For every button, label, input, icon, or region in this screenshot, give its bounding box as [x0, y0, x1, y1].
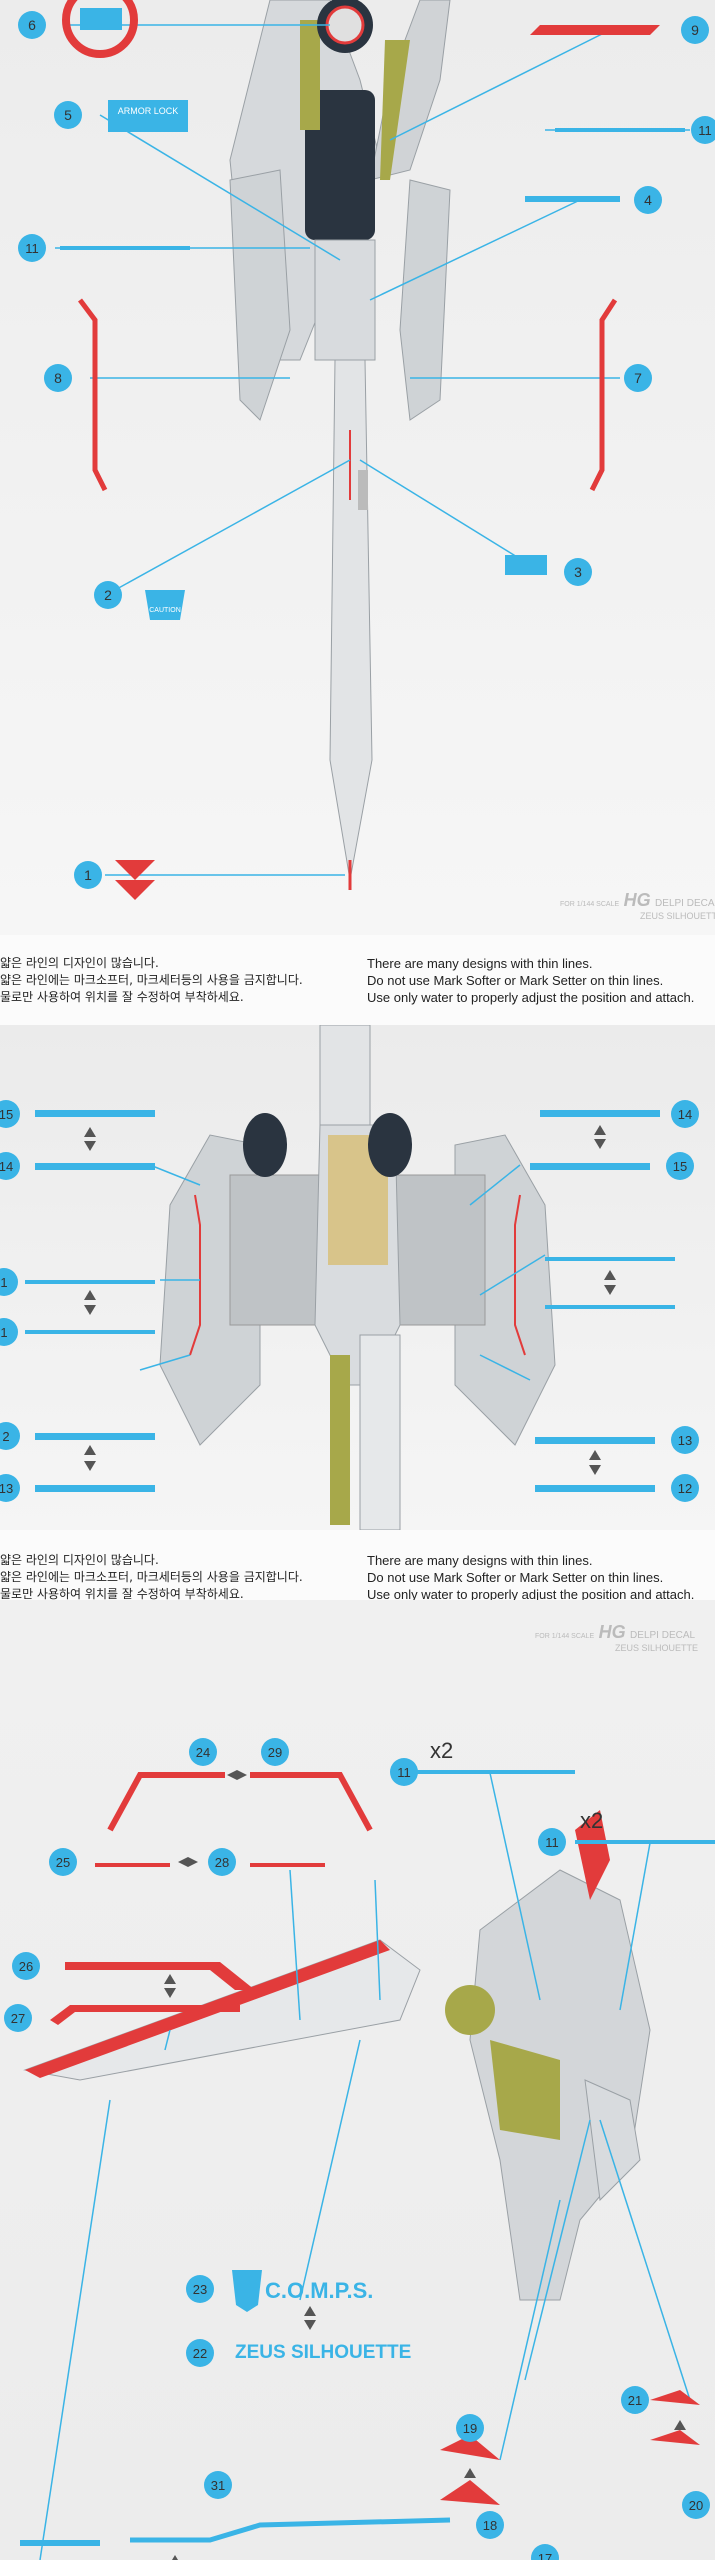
badge-21: 21 [628, 2393, 642, 2408]
badge-26: 26 [19, 1959, 33, 1974]
badge-15b: 15 [673, 1159, 687, 1174]
badge-11b: 11 [545, 1835, 559, 1850]
scale-label: FOR 1/144 SCALE [535, 1633, 595, 1640]
badge-17: 17 [538, 2551, 552, 2560]
badge-4: 4 [644, 192, 652, 208]
zeus-logo: ZEUS SILHOUETTE [235, 2342, 411, 2363]
robot-back-view [159, 1025, 556, 1530]
notes-ko-2: 얇은 라인의 디자인이 많습니다. 얇은 라인에는 마크소프터, 마크세터등의 … [0, 1552, 303, 1600]
notes-ko-1: 얇은 라인의 디자인이 많습니다. 얇은 라인에는 마크소프터, 마크세터등의 … [0, 955, 303, 1006]
badge-22: 22 [193, 2346, 207, 2361]
note-ko-line: 얇은 라인에는 마크소프터, 마크세터등의 사용을 금지합니다. [0, 1570, 303, 1584]
note-ko-line: 얇은 라인의 디자인이 많습니다. [0, 956, 159, 970]
hg-logo: HG [623, 890, 651, 910]
decal-panel-2: 15 14 14 15 1 1 2 13 13 12 [0, 1025, 715, 1530]
badge-31: 31 [211, 2478, 225, 2493]
badge-28: 28 [215, 1855, 229, 1870]
badge-20: 20 [689, 2498, 703, 2513]
number-badges-2: 15 14 14 15 1 1 2 13 13 12 [0, 1100, 699, 1502]
notes-en-1: There are many designs with thin lines. … [367, 955, 694, 1006]
comp-logo: C.O.M.P.S. [265, 2278, 373, 2303]
badge-13b: 13 [0, 1481, 13, 1496]
leader-lines-2 [139, 1164, 546, 1381]
decal-shapes-3 [20, 1770, 715, 2560]
notes-block-1: 얇은 라인의 디자인이 많습니다. 얇은 라인에는 마크소프터, 마크세터등의 … [0, 935, 715, 1025]
badge-12: 12 [678, 1481, 692, 1496]
note-ko-line: 물로만 사용하여 위치를 잘 수정하여 부착하세요. [0, 1587, 244, 1600]
badge-2: 2 [2, 1429, 9, 1444]
brand-2: FOR 1/144 SCALE HG DELPI DECAL ZEUS SILH… [535, 1622, 698, 1653]
badge-8: 8 [54, 370, 62, 386]
badge-25: 25 [56, 1855, 70, 1870]
note-ko-line: 얇은 라인의 디자인이 많습니다. [0, 1553, 159, 1567]
badge-27: 27 [11, 2011, 25, 2026]
badge-3: 3 [574, 564, 582, 580]
badge-9: 9 [691, 22, 699, 38]
badge-18: 18 [483, 2518, 497, 2533]
kit-illustration-1: 6 9 5 11 4 11 8 7 2 3 1 ARMOR LOCK CAUTI… [18, 0, 715, 900]
kit-illustration-3: C.O.M.P.S. ZEUS SILHOUETTE x2 x2 24 29 2… [4, 1738, 715, 2560]
x2-label-b: x2 [580, 1808, 603, 1833]
brand-sub: ZEUS SILHOUETTE [640, 911, 715, 921]
note-en-line: Do not use Mark Softer or Mark Setter on… [367, 973, 664, 988]
kit-illustration-2: 15 14 14 15 1 1 2 13 13 12 [0, 1025, 699, 1530]
badge-11: 11 [25, 241, 39, 256]
badge-29: 29 [268, 1745, 282, 1760]
decal-panel-1: 6 9 5 11 4 11 8 7 2 3 1 ARMOR LOCK CAUTI… [0, 0, 715, 935]
badge-15: 15 [0, 1107, 13, 1122]
badge-23: 23 [193, 2282, 207, 2297]
note-en-line: There are many designs with thin lines. [367, 956, 593, 971]
note-ko-line: 얇은 라인에는 마크소프터, 마크세터등의 사용을 금지합니다. [0, 973, 303, 987]
badge-5: 5 [64, 107, 72, 123]
badge-14b: 14 [678, 1107, 692, 1122]
brand-1: FOR 1/144 SCALE HG DELPI DECAL ZEUS SILH… [560, 890, 715, 921]
note-en-line: There are many designs with thin lines. [367, 1553, 593, 1568]
hg-logo: HG [598, 1622, 626, 1642]
leader-lines-3 [39, 1772, 691, 2560]
badge-1b: 1 [0, 1325, 7, 1340]
notes-en-2: There are many designs with thin lines. … [367, 1552, 694, 1600]
brand-decal: DELPI DECAL [630, 1630, 696, 1641]
number-badges-1: 6 9 5 11 4 11 8 7 2 3 1 [18, 11, 715, 889]
decal-shapes-2 [25, 1110, 675, 1492]
note-en-line: Use only water to properly adjust the po… [367, 990, 695, 1005]
badge-14: 14 [0, 1159, 13, 1174]
badge-1: 1 [84, 867, 92, 883]
logo-decals: C.O.M.P.S. ZEUS SILHOUETTE [232, 2270, 411, 2363]
note-en-line: Do not use Mark Softer or Mark Setter on… [367, 1570, 664, 1585]
badge-6: 6 [28, 17, 36, 33]
robot-front-view [229, 0, 451, 881]
armor-lock-text: ARMOR LOCK [118, 106, 179, 116]
brand-sub: ZEUS SILHOUETTE [615, 1643, 699, 1653]
x2-label-a: x2 [430, 1738, 453, 1763]
badge-24: 24 [196, 1745, 210, 1760]
caution-text: CAUTION [149, 607, 181, 614]
badge-11b: 11 [698, 123, 712, 138]
badge-13a: 13 [678, 1433, 692, 1448]
decal-panel-3: FOR 1/144 SCALE HG DELPI DECAL ZEUS SILH… [0, 1600, 715, 2560]
note-ko-line: 물로만 사용하여 위치를 잘 수정하여 부착하세요. [0, 990, 244, 1004]
badge-19: 19 [463, 2421, 477, 2436]
note-en-line: Use only water to properly adjust the po… [367, 1587, 695, 1600]
badge-11a: 11 [397, 1765, 411, 1780]
brand-decal: DELPI DECAL [655, 898, 715, 909]
number-badges-3: 24 29 25 28 11 11 26 27 23 22 19 18 31 2… [4, 1738, 710, 2560]
badge-1a: 1 [0, 1275, 7, 1290]
wing-binder [23, 1810, 651, 2301]
badge-7: 7 [634, 370, 642, 386]
badge-2: 2 [104, 587, 112, 603]
decal-shapes-1 [60, 0, 685, 900]
scale-label: FOR 1/144 SCALE [560, 901, 620, 908]
notes-block-2: 얇은 라인의 디자인이 많습니다. 얇은 라인에는 마크소프터, 마크세터등의 … [0, 1530, 715, 1600]
